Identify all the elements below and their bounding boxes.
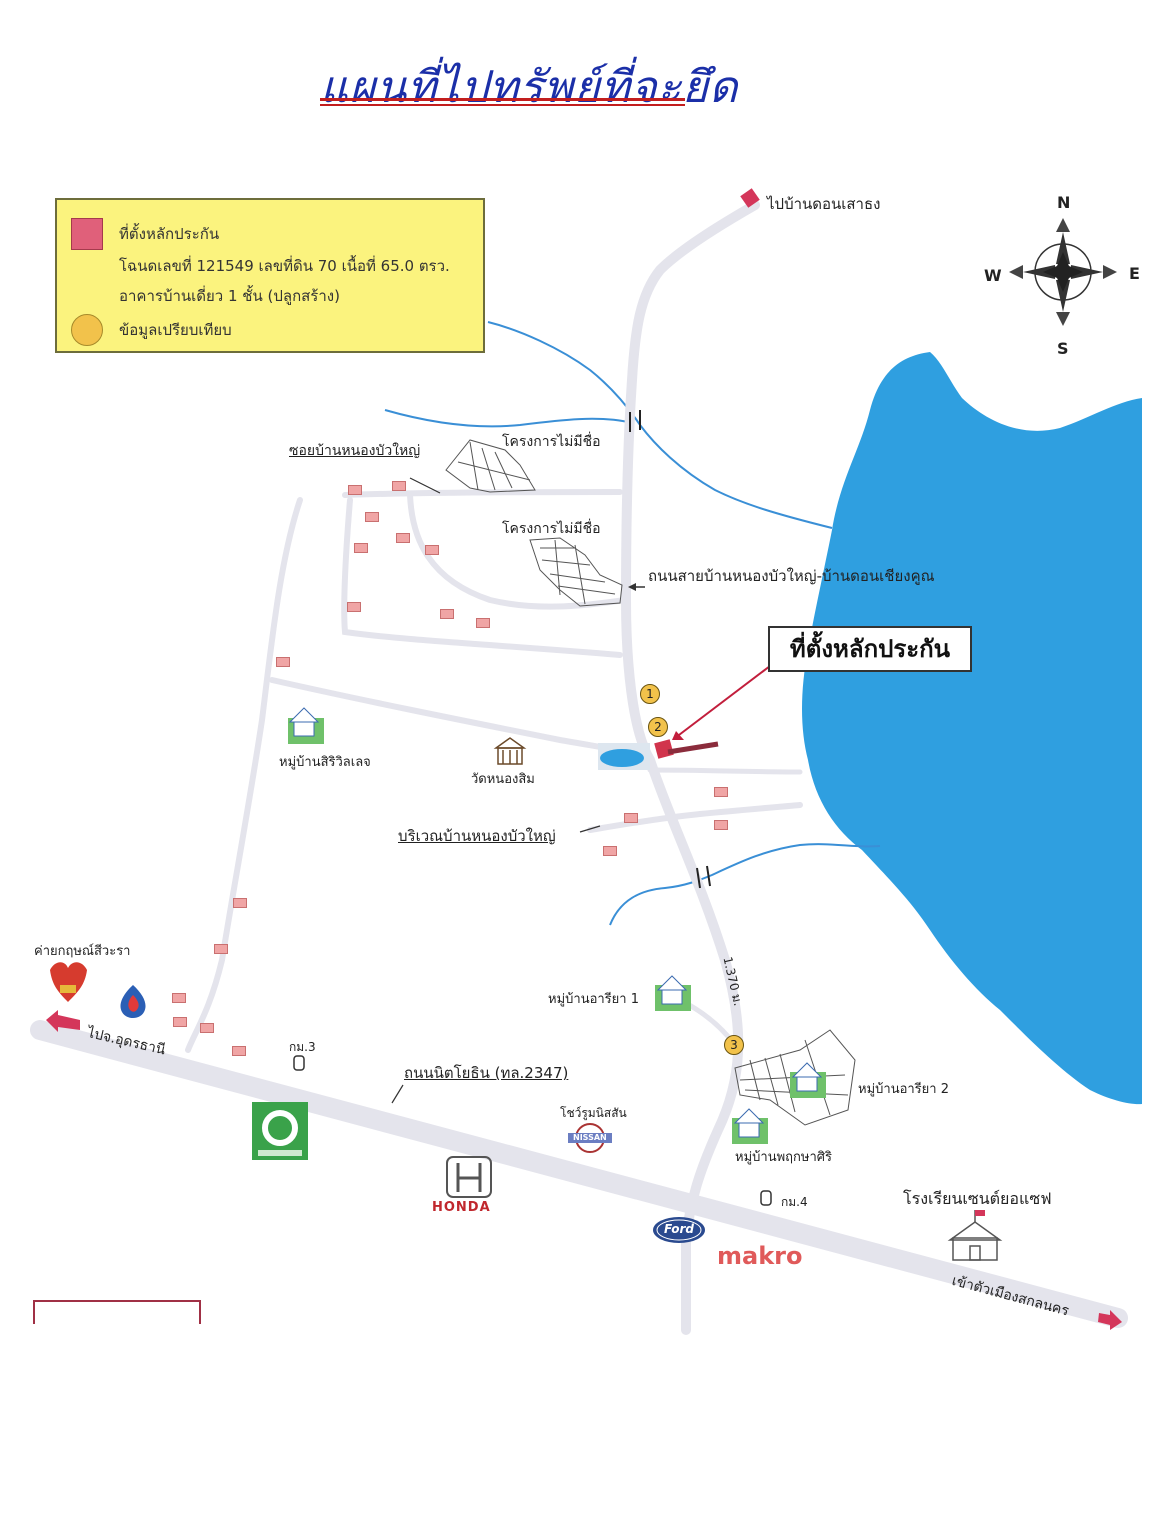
compass-south-label: S [1057, 339, 1069, 358]
collateral-marker [654, 739, 674, 759]
house-marker [714, 787, 728, 797]
compass-west-label: W [984, 266, 1002, 285]
main-road-pointer [391, 1084, 404, 1104]
cropped-label-box [33, 1300, 201, 1324]
label-siri-village: หมู่บ้านสิริวิลเลจ [279, 755, 371, 770]
label-camp-kritsana: ค่ายกฤษณ์สีวะรา [34, 944, 131, 959]
project-plot-1 [445, 439, 536, 493]
house-marker [714, 820, 728, 830]
compass-rose [1009, 218, 1117, 326]
area-pointer [579, 825, 601, 833]
house-marker [392, 481, 406, 491]
km3-post-icon [293, 1055, 305, 1071]
nissan-logo [568, 1123, 612, 1153]
road-label-arrowhead [628, 583, 636, 591]
river-west [384, 409, 633, 428]
pointer-arrowhead [672, 731, 684, 740]
house-marker [603, 846, 617, 856]
title-underline [320, 98, 685, 101]
km4-post-icon [760, 1190, 772, 1206]
label-school-st-joseph: โรงเรียนเซนต์ยอแซฟ [903, 1189, 1052, 1208]
house-marker [200, 1023, 214, 1033]
direction-arrow-west [46, 1010, 80, 1032]
q-house-logo [252, 1102, 308, 1160]
village-icon-phruksa [732, 1108, 768, 1144]
house-marker [348, 485, 362, 495]
lake [802, 352, 1142, 1105]
project-plot-2 [529, 537, 623, 607]
bridge-south [696, 865, 711, 889]
collateral-callout: ที่ตั้งหลักประกัน [768, 626, 972, 672]
river-south [609, 843, 881, 926]
label-wat-nong-sim: วัดหนองสิม [471, 772, 535, 787]
label-area-nong-bua-yai: บริเวณบ้านหนองบัวใหญ่ [398, 827, 556, 845]
brand-ford: Ford [664, 1222, 695, 1236]
ford-logo [653, 1217, 705, 1243]
house-marker [354, 543, 368, 553]
gas-station-icon [120, 985, 146, 1018]
comparison-marker-1: 1 [640, 684, 660, 704]
temple-icon [493, 737, 527, 765]
house-marker [232, 1046, 246, 1056]
legend-deed-info: โฉนดเลขที่ 121549 เลขที่ดิน 70 เนื้อที่ … [119, 257, 450, 275]
label-ariya-2: หมู่บ้านอารียา 2 [858, 1082, 949, 1097]
legend-collateral-label: ที่ตั้งหลักประกัน [119, 225, 220, 243]
label-km4: กม.4 [781, 1195, 808, 1209]
pond-water [600, 749, 644, 767]
brand-makro: makro [717, 1242, 803, 1270]
label-ariya-1: หมู่บ้านอารียา 1 [548, 992, 639, 1007]
compass-east-label: E [1129, 264, 1140, 283]
direction-arrow-east [1098, 1310, 1122, 1330]
direction-arrow-north [740, 188, 760, 208]
house-marker [276, 657, 290, 667]
house-marker [440, 609, 454, 619]
house-marker [365, 512, 379, 522]
label-phruksa-siri: หมู่บ้านพฤกษาศิริ [735, 1150, 832, 1165]
house-marker [214, 944, 228, 954]
soi-pointer [409, 477, 441, 494]
comparison-marker-3: 3 [724, 1035, 744, 1055]
comparison-marker-2: 2 [648, 717, 668, 737]
legend-collateral-swatch [71, 218, 103, 250]
legend-comparison-swatch [71, 314, 103, 346]
house-marker [172, 993, 186, 1003]
house-marker [624, 813, 638, 823]
village-icon-siri [288, 707, 324, 744]
label-soi-nong-bua-yai: ซอยบ้านหนองบัวใหญ่ [289, 443, 421, 459]
village-icon-ariya-1 [655, 975, 691, 1011]
label-to-don-saothong: ไปบ้านดอนเสาธง [767, 195, 881, 213]
army-camp-emblem [50, 962, 87, 1002]
house-marker [425, 545, 439, 555]
collateral-road-stub [667, 741, 719, 755]
house-marker [173, 1017, 187, 1027]
label-road-nittayo: ถนนนิตโยธิน (ทล.2347) [404, 1064, 569, 1082]
brand-nissan: NISSAN [573, 1133, 607, 1142]
label-project-2: โครงการไม่มีชื่อ [502, 521, 601, 537]
house-marker [476, 618, 490, 628]
house-marker [233, 898, 247, 908]
village-icon-ariya-2 [790, 1062, 826, 1098]
label-km3: กม.3 [289, 1040, 316, 1054]
school-icon [947, 1210, 1003, 1261]
river-north [487, 321, 833, 529]
legend-comparison-label: ข้อมูลเปรียบเทียบ [119, 321, 232, 339]
label-project-1: โครงการไม่มีชื่อ [502, 434, 601, 450]
brand-honda: HONDA [432, 1200, 491, 1215]
house-marker [396, 533, 410, 543]
label-road-nong-bua-don-chiang-khun: ถนนสายบ้านหนองบัวใหญ่-บ้านดอนเชียงคูณ [648, 567, 935, 585]
pointer-line [674, 665, 771, 739]
compass-north-label: N [1057, 193, 1071, 212]
house-marker [347, 602, 361, 612]
legend-building-info: อาคารบ้านเดี่ยว 1 ชั้น (ปลูกสร้าง) [119, 287, 340, 305]
map-title: แผนที่ไปทรัพย์ที่จะยึด [320, 62, 739, 113]
title-underline-2 [320, 104, 685, 106]
bridge-north [629, 410, 641, 432]
honda-logo [446, 1156, 492, 1198]
legend-box: ที่ตั้งหลักประกัน โฉนดเลขที่ 121549 เลขท… [55, 198, 485, 353]
label-showroom-nissan: โชว์รูมนิสสัน [560, 1106, 627, 1120]
